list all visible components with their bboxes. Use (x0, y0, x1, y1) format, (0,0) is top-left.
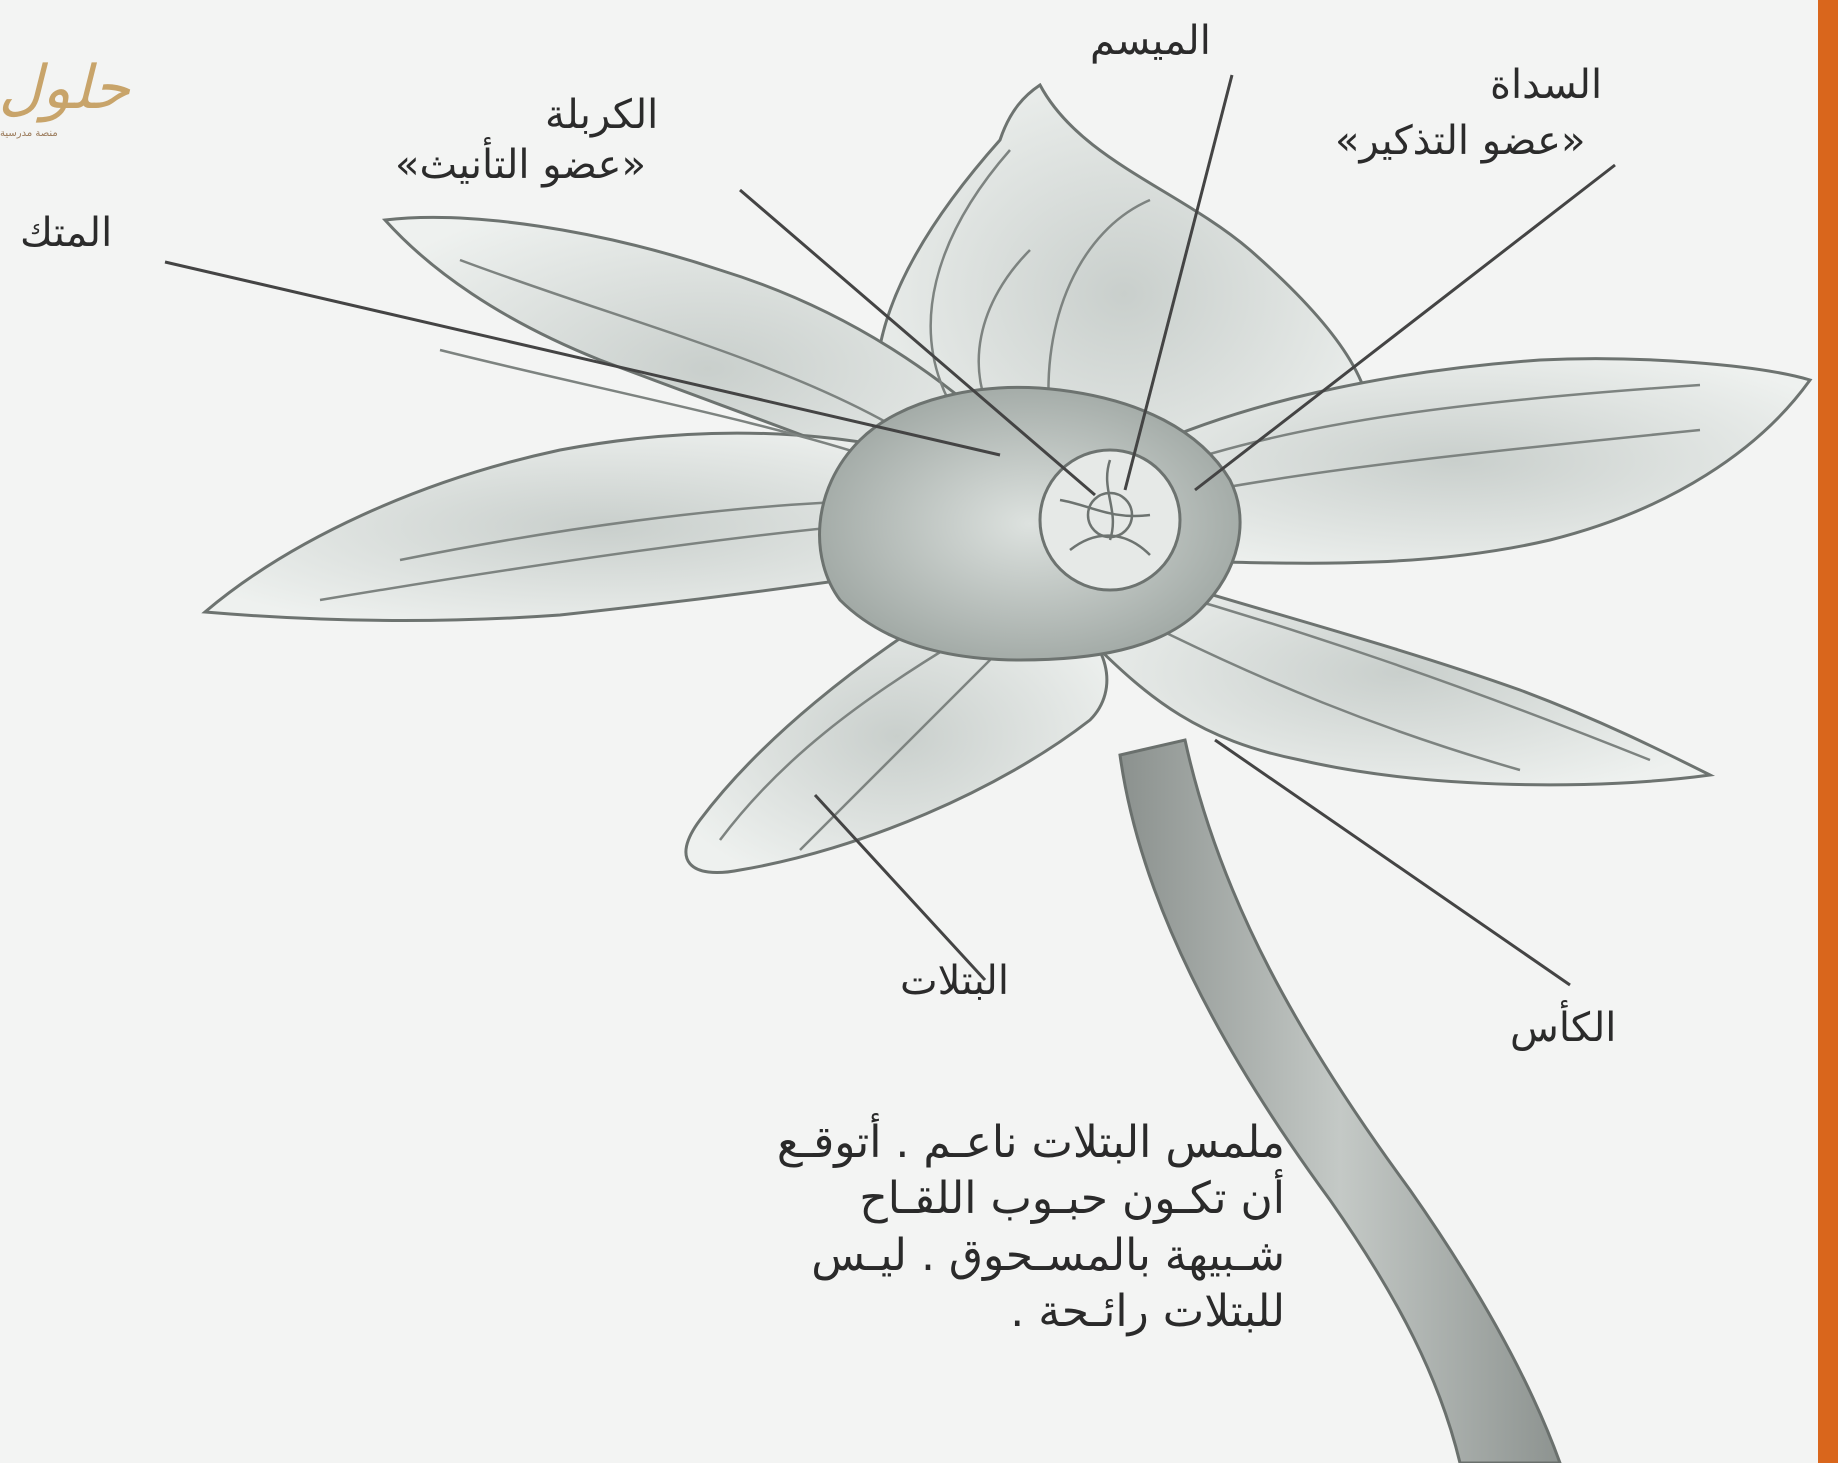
note-line: شـبيهة بالمسـحوق . ليـس (245, 1228, 1285, 1284)
accent-bar (1818, 0, 1838, 1463)
logo-tagline: منصة مدرسية (0, 128, 58, 139)
stem (1120, 740, 1560, 1463)
logo-mark: حلول (0, 53, 131, 123)
label-calyx: الكأس (1510, 1005, 1616, 1051)
label-stamen: السداة (1490, 62, 1602, 108)
note-line: ملمس البتلات ناعـم . أتوقـع (245, 1115, 1285, 1171)
note-line: أن تكـون حبـوب اللقـاح (245, 1171, 1285, 1227)
label-stigma: الميسم (1090, 18, 1211, 64)
observation-note: ملمس البتلات ناعـم . أتوقـع أن تكـون حبـ… (245, 1115, 1285, 1340)
label-stamen-sub: «عضو التذكير» (1335, 118, 1585, 164)
label-anther: المتك (20, 210, 112, 256)
flower-center (1040, 450, 1180, 590)
label-carpel-sub: «عضو التأنيث» (395, 142, 646, 188)
label-petals: البتلات (900, 958, 1009, 1004)
note-line: للبتلات رائـحة . (245, 1284, 1285, 1340)
label-carpel: الكربلة (545, 92, 658, 138)
